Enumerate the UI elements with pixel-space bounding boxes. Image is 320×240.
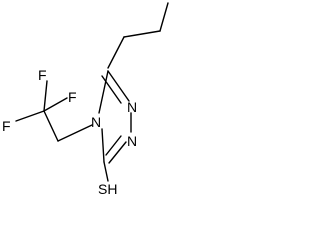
atom-f-left: F <box>2 118 11 134</box>
bond-n2-c3-double <box>105 135 122 156</box>
atom-f-top: F <box>38 67 47 83</box>
atom-f-right: F <box>68 89 77 105</box>
bond-n4-ch2 <box>57 124 93 142</box>
bond-n4-c5 <box>98 70 109 114</box>
bond-c-f-left <box>15 110 45 122</box>
atom-n1: N <box>127 99 137 115</box>
bond-c3-sh <box>103 161 109 182</box>
bond-c-f-top <box>43 80 48 112</box>
bond-n2-c3 <box>108 141 127 164</box>
bond-propyl-3 <box>159 2 169 32</box>
bond-c5-n1-double <box>101 75 122 104</box>
structure-canvas: F F F N N N SH <box>0 0 171 219</box>
bond-c5-n1 <box>107 70 130 102</box>
atom-sh: SH <box>98 181 117 197</box>
bond-propyl-2 <box>123 30 161 38</box>
bond-propyl-1 <box>107 36 125 69</box>
bond-c-f-right <box>43 97 68 112</box>
bond-ch2-cf3 <box>43 110 59 142</box>
atom-n4: N <box>91 114 101 130</box>
molecule-drawing: F F F N N N SH <box>2 2 169 197</box>
bond-c3-n4 <box>101 128 105 163</box>
atom-n2: N <box>127 133 137 149</box>
